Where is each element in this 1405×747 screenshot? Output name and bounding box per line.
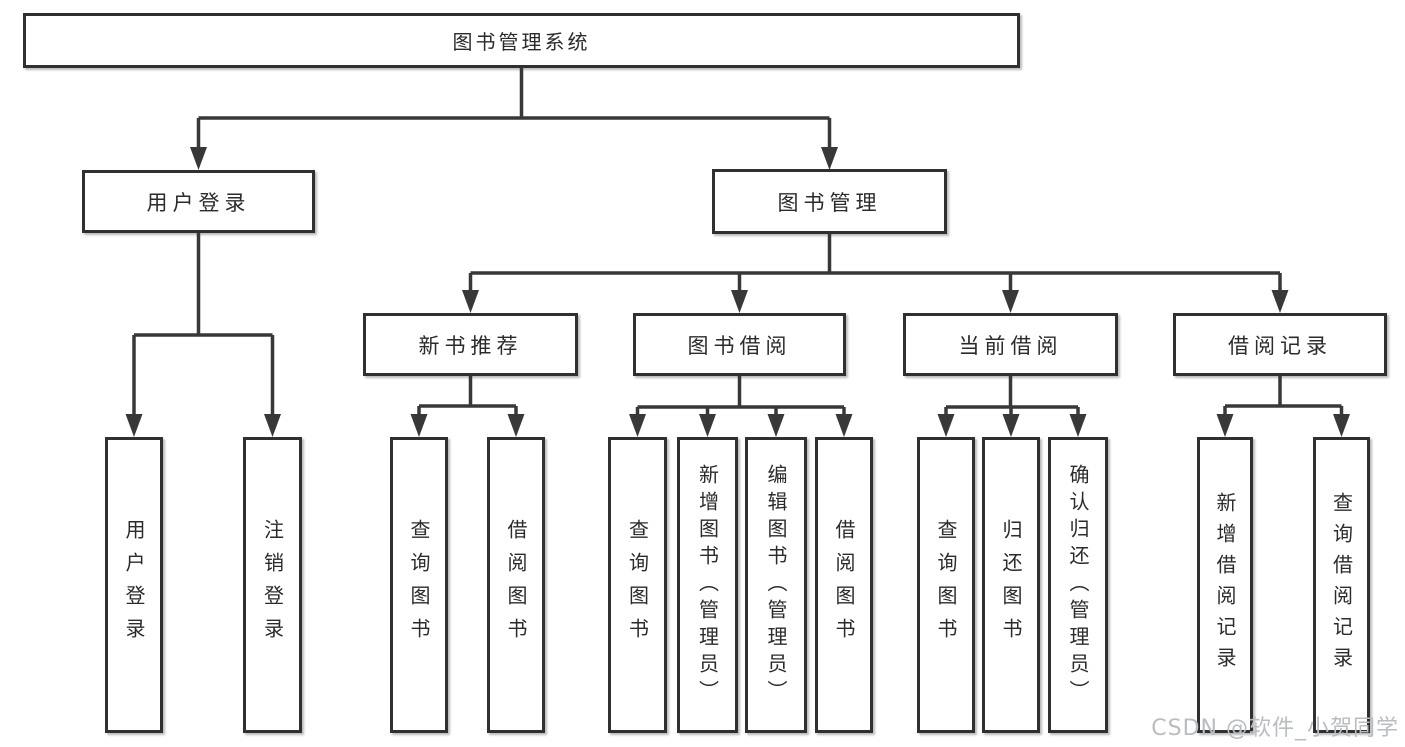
node-current-borrowing: 当前借阅 [903, 313, 1118, 376]
node-borrowing-records-label: 借阅记录 [1228, 333, 1332, 358]
connector-new-book-rec [417, 376, 518, 418]
arrowheads [125, 147, 1350, 437]
leaf-recommend-query-book: 查询图书 [390, 437, 448, 733]
node-library-system-label: 图书管理系统 [452, 30, 591, 54]
node-new-book-recommend-label: 新书推荐 [418, 333, 523, 358]
leaf-borrowing-query-book: 查询图书 [608, 437, 667, 733]
node-user-login-label: 用户登录 [146, 190, 251, 215]
leaf-logout: 注销登录 [243, 437, 302, 733]
leaf-logout-label: 注销登录 [260, 519, 285, 651]
leaf-borrowing-borrow-book-label: 借阅图书 [832, 519, 856, 651]
leaf-query-borrow-record-label: 查询借阅记录 [1329, 492, 1354, 678]
leaf-recommend-borrow-book: 借阅图书 [487, 437, 545, 733]
leaf-add-book-admin: 新增图书（管理员） [677, 437, 738, 733]
leaf-add-borrow-record: 新增借阅记录 [1197, 437, 1253, 733]
node-book-borrowing: 图书借阅 [633, 313, 846, 376]
leaf-add-borrow-record-label: 新增借阅记录 [1213, 492, 1237, 678]
leaf-edit-book-admin-label: 编辑图书（管理员） [764, 463, 788, 707]
node-book-management: 图书管理 [712, 169, 947, 234]
connector-user-login [132, 233, 275, 418]
node-library-system: 图书管理系统 [23, 13, 1020, 68]
leaf-edit-book-admin: 编辑图书（管理员） [745, 437, 807, 733]
leaf-return-book-label: 归还图书 [999, 519, 1023, 651]
node-book-management-label: 图书管理 [777, 190, 882, 215]
connector-root [196, 68, 832, 150]
node-book-borrowing-label: 图书借阅 [687, 333, 792, 358]
leaf-current-query-book-label: 查询图书 [934, 519, 958, 651]
node-user-login: 用户登录 [82, 170, 315, 233]
node-current-borrowing-label: 当前借阅 [958, 333, 1063, 358]
node-borrowing-records: 借阅记录 [1173, 313, 1387, 376]
leaf-borrowing-borrow-book: 借阅图书 [815, 437, 873, 733]
csdn-watermark: CSDN @软件_小贺同学 [1151, 716, 1399, 741]
leaf-query-borrow-record: 查询借阅记录 [1313, 437, 1370, 733]
connector-current-borrow [944, 376, 1080, 418]
leaf-recommend-borrow-book-label: 借阅图书 [504, 519, 528, 651]
leaf-borrowing-query-book-label: 查询图书 [625, 519, 650, 651]
leaf-current-query-book: 查询图书 [917, 437, 975, 733]
node-new-book-recommend: 新书推荐 [363, 313, 578, 376]
leaf-return-book: 归还图书 [982, 437, 1040, 733]
connector-book-borrow [635, 376, 846, 418]
leaf-user-login-label: 用户登录 [122, 519, 146, 651]
connector-book-mgmt [468, 234, 1282, 292]
leaf-add-book-admin-label: 新增图书（管理员） [695, 463, 720, 707]
leaf-confirm-return-admin: 确认归还（管理员） [1048, 437, 1108, 733]
leaf-recommend-query-book-label: 查询图书 [407, 519, 431, 651]
leaf-confirm-return-admin-label: 确认归还（管理员） [1066, 463, 1090, 707]
leaf-user-login: 用户登录 [105, 437, 163, 733]
connector-borrow-record [1223, 376, 1344, 418]
